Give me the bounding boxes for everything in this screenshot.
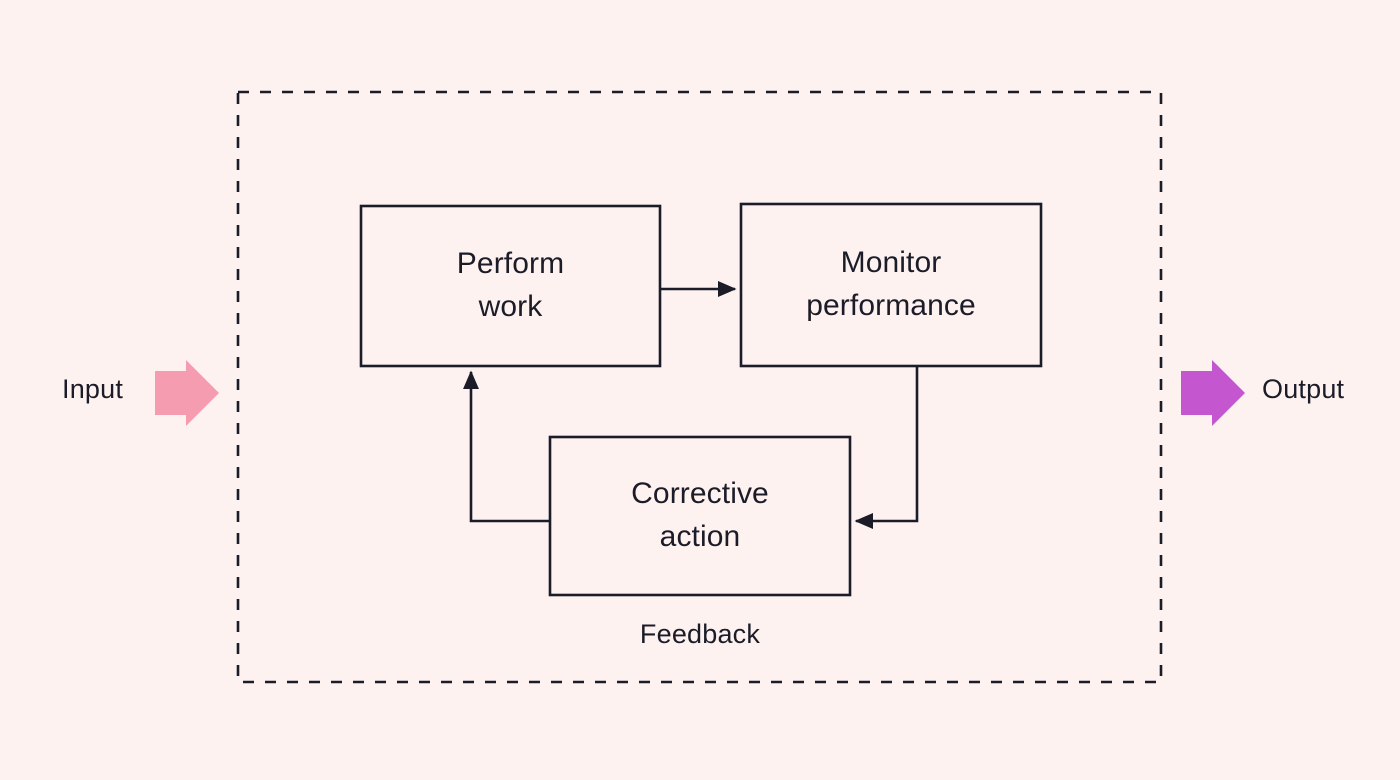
node-monitor-performance[interactable] xyxy=(741,204,1041,366)
edge-corrective-to-perform xyxy=(462,370,550,523)
monitor-performance-box[interactable] xyxy=(739,202,1043,368)
edge-monitor-to-corrective xyxy=(854,367,919,530)
node-perform-work[interactable] xyxy=(361,206,660,366)
corrective-action-box[interactable] xyxy=(548,435,852,597)
input-arrow-icon xyxy=(155,360,219,426)
output-label: Output xyxy=(1262,374,1345,404)
output-port[interactable] xyxy=(1181,360,1245,426)
output-arrow-icon xyxy=(1181,360,1245,426)
input-label: Input xyxy=(62,374,124,404)
system-boundary-rect xyxy=(236,90,1163,684)
perform-work-box[interactable] xyxy=(359,204,662,368)
input-port[interactable] xyxy=(155,360,219,426)
node-corrective-action[interactable] xyxy=(550,437,850,595)
